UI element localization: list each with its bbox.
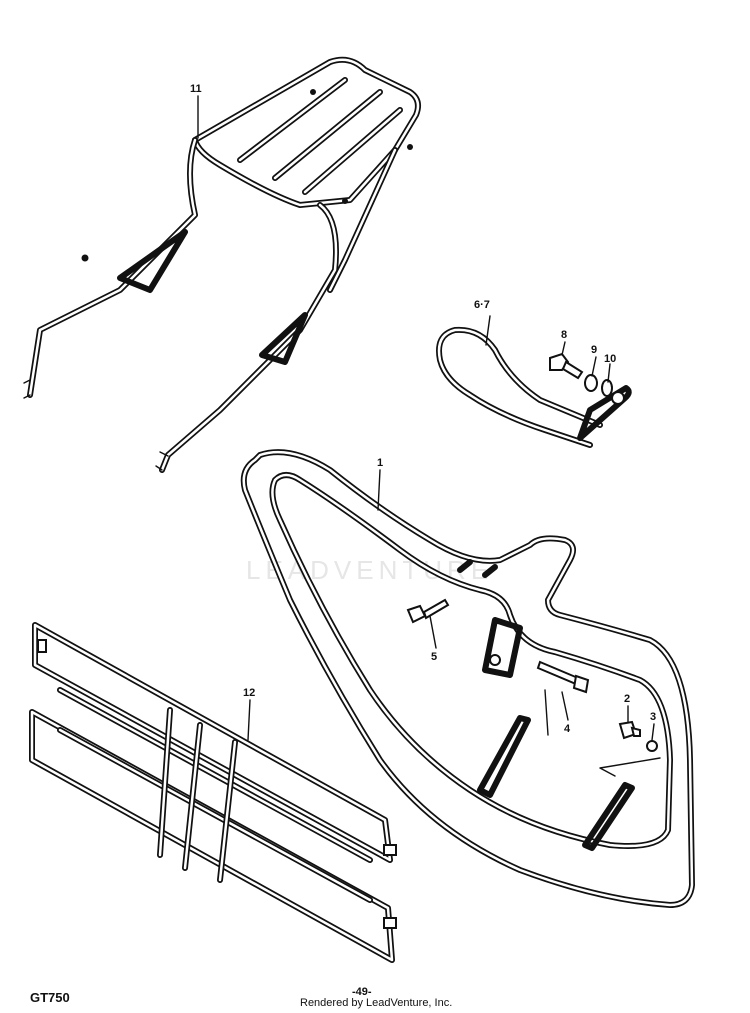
bolt-set-2-5: [406, 598, 658, 752]
callout-8: 8: [561, 329, 567, 341]
callout-12: 12: [243, 687, 255, 699]
page-number: -49-: [352, 986, 372, 998]
callout-6-7: 6·7: [474, 299, 490, 311]
callout-1: 1: [377, 457, 383, 469]
callout-10: 10: [604, 353, 616, 365]
engine-guard: [240, 449, 695, 908]
callout-9: 9: [591, 344, 597, 356]
callout-11: 11: [190, 83, 202, 95]
model-label: GT750: [30, 990, 70, 1005]
callout-5: 5: [431, 651, 437, 663]
rear-carrier: [23, 56, 421, 473]
small-guard-bar: [436, 326, 632, 448]
callout-3: 3: [650, 711, 656, 723]
callout-2: 2: [624, 693, 630, 705]
bolt-washer-set-8-10: [549, 352, 613, 397]
side-grille: [29, 622, 397, 963]
callout-4: 4: [564, 723, 571, 735]
leader-lines: [197, 95, 661, 777]
render-credit: Rendered by LeadVenture, Inc.: [300, 997, 453, 1009]
